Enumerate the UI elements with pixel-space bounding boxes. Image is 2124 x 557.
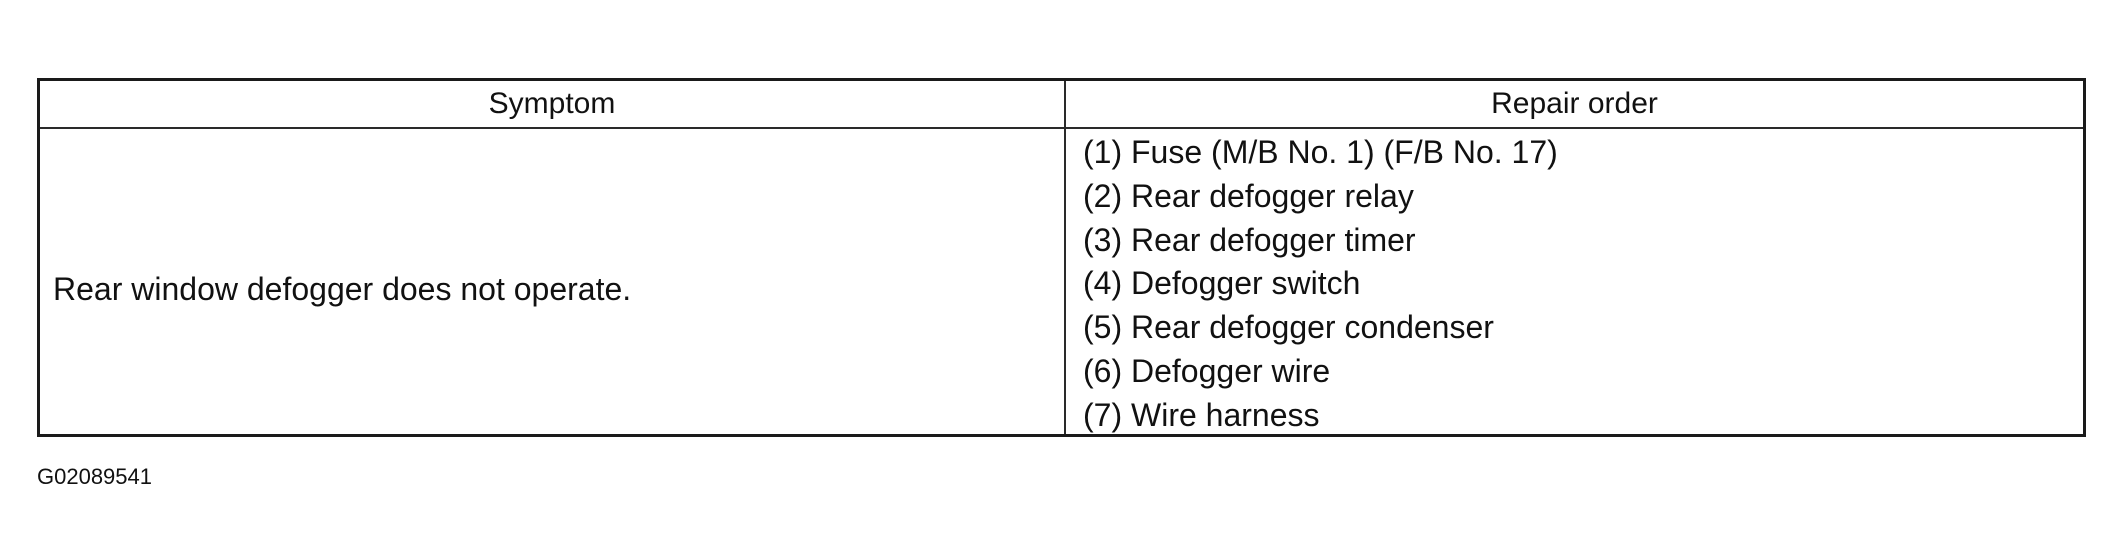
figure-code: G02089541 bbox=[37, 464, 152, 489]
repair-step: (3) Rear defogger timer bbox=[1083, 221, 1416, 258]
repair-step: (2) Rear defogger relay bbox=[1083, 177, 1414, 214]
header-symptom: Symptom bbox=[488, 87, 616, 120]
symptom-cell: Rear window defogger does not operate. bbox=[53, 271, 632, 307]
repair-step: (6) Defogger wire bbox=[1083, 352, 1331, 389]
troubleshooting-table: Symptom Repair order Rear window defogge… bbox=[37, 78, 2086, 437]
repair-step: (5) Rear defogger condenser bbox=[1083, 309, 1494, 346]
repair-order-list: (1) Fuse (M/B No. 1) (F/B No. 17) (2) Re… bbox=[1083, 131, 1558, 438]
header-repair-order: Repair order bbox=[1491, 87, 1658, 120]
repair-step: (7) Wire harness bbox=[1083, 396, 1320, 433]
column-divider bbox=[1064, 81, 1066, 434]
repair-step: (4) Defogger switch bbox=[1083, 265, 1361, 302]
header-divider bbox=[40, 127, 2083, 129]
repair-step: (1) Fuse (M/B No. 1) (F/B No. 17) bbox=[1083, 134, 1558, 170]
